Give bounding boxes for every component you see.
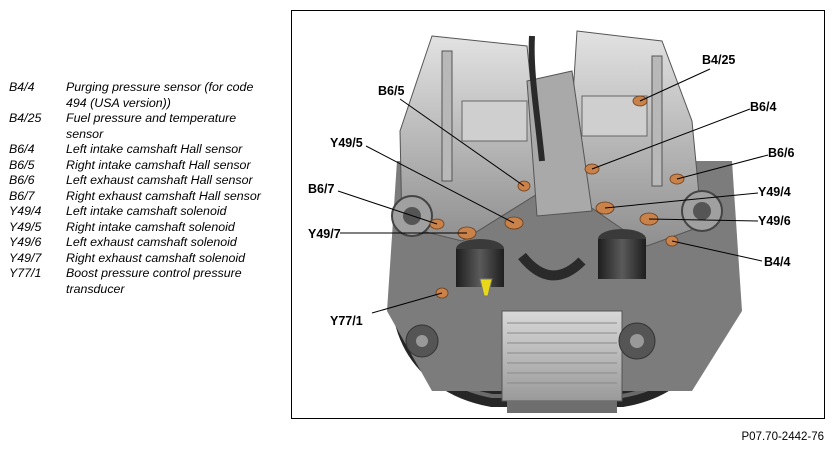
legend-code: B4/4 [9, 80, 35, 94]
legend-description: Right exhaust camshaft Hall sensor [66, 188, 261, 203]
legend-code: B6/4 [9, 142, 35, 156]
legend-description: Boost pressure control pressure transduc… [66, 266, 242, 296]
callout-b4-4: B4/4 [764, 255, 790, 269]
oil-filler-cap [479, 278, 493, 297]
intercooler-base [507, 401, 617, 413]
callout-y49-6: Y49/6 [758, 214, 791, 228]
right-turbo-hub [693, 202, 711, 220]
legend-item: B6/6 Left exhaust camshaft Hall sensor [9, 173, 274, 189]
legend-code: Y49/5 [9, 219, 42, 234]
figure-reference-code: P07.70-2442-76 [741, 431, 824, 443]
fuel-rail-right [651, 55, 663, 187]
legend-code: Y77/1 [9, 266, 42, 280]
leader-y49-6 [648, 218, 759, 222]
leader-y49-4 [604, 192, 759, 209]
left-cam-cover [461, 100, 528, 142]
intercooler [501, 310, 623, 402]
callout-b6-6: B6/6 [768, 146, 794, 160]
leader-b6-6 [676, 154, 769, 180]
oil-filter-left [456, 249, 504, 287]
callout-b6-4: B6/4 [750, 100, 776, 114]
legend-item: B4/25 Fuel pressure and temperature sens… [9, 111, 274, 142]
callout-b6-7: B6/7 [308, 182, 334, 196]
legend-item: B4/4 Purging pressure sensor (for code 4… [9, 80, 274, 111]
oil-filter-right [598, 239, 646, 279]
pulley-right-hub [630, 334, 644, 348]
hose [528, 35, 545, 162]
callout-y49-5: Y49/5 [330, 136, 363, 150]
legend-list: B4/4 Purging pressure sensor (for code 4… [9, 80, 274, 297]
legend-code: B6/7 [9, 188, 35, 203]
leader-b6-5 [399, 98, 525, 187]
leader-b4-4 [671, 240, 763, 262]
legend-code: B4/25 [9, 111, 42, 125]
callout-y77-1: Y77/1 [330, 314, 363, 328]
legend-description: Purging pressure sensor (for code 494 (U… [66, 80, 254, 110]
legend-description: Right intake camshaft Hall sensor [66, 157, 251, 172]
engine-body [387, 30, 742, 413]
legend-description: Right intake camshaft solenoid [66, 219, 235, 234]
intake-manifold [526, 70, 593, 217]
leader-b6-4 [591, 108, 751, 170]
legend-description: Left intake camshaft solenoid [66, 204, 227, 218]
legend-description: Left exhaust camshaft solenoid [66, 235, 237, 249]
coolant-hose [518, 252, 586, 281]
callout-b6-5: B6/5 [378, 84, 404, 98]
callout-b4-25: B4/25 [702, 53, 735, 67]
leader-y77-1 [371, 292, 443, 314]
engine-figure-frame: B4/25 B6/5 B6/4 Y49/5 B6/6 B6/7 Y49/4 Y4… [291, 10, 825, 419]
legend-code: Y49/6 [9, 235, 42, 249]
legend-code: B6/6 [9, 173, 35, 187]
callout-y49-4: Y49/4 [758, 185, 791, 199]
engine-illustration: B4/25 B6/5 B6/4 Y49/5 B6/6 B6/7 Y49/4 Y4… [308, 30, 794, 413]
callout-y49-7: Y49/7 [308, 227, 341, 241]
pulley-left-hub [416, 335, 428, 347]
legend-item: Y49/6 Left exhaust camshaft solenoid [9, 235, 274, 251]
leader-y49-5 [365, 145, 515, 224]
legend-item: B6/5 Right intake camshaft Hall sensor [9, 158, 274, 174]
legend-item: Y49/5 Right intake camshaft solenoid [9, 220, 274, 236]
legend-item: Y49/7 Right exhaust camshaft solenoid [9, 251, 274, 267]
leader-lines [337, 68, 769, 314]
legend-description: Left exhaust camshaft Hall sensor [66, 173, 253, 187]
fuel-rail-left [441, 50, 453, 182]
leader-b4-25 [639, 68, 711, 102]
legend-item: B6/4 Left intake camshaft Hall sensor [9, 142, 274, 158]
legend-description: Right exhaust camshaft solenoid [66, 250, 246, 265]
leader-b6-7 [337, 190, 438, 225]
legend-code: Y49/7 [9, 250, 42, 265]
legend-description: Left intake camshaft Hall sensor [66, 142, 243, 156]
legend-description: Fuel pressure and temperature sensor [66, 111, 237, 141]
legend-item: B6/7 Right exhaust camshaft Hall sensor [9, 189, 274, 205]
legend-code: Y49/4 [9, 204, 42, 218]
intercooler-fins [507, 322, 617, 384]
legend-item: Y49/4 Left intake camshaft solenoid [9, 204, 274, 220]
legend-code: B6/5 [9, 157, 35, 172]
legend-item: Y77/1 Boost pressure control pressure tr… [9, 266, 274, 297]
